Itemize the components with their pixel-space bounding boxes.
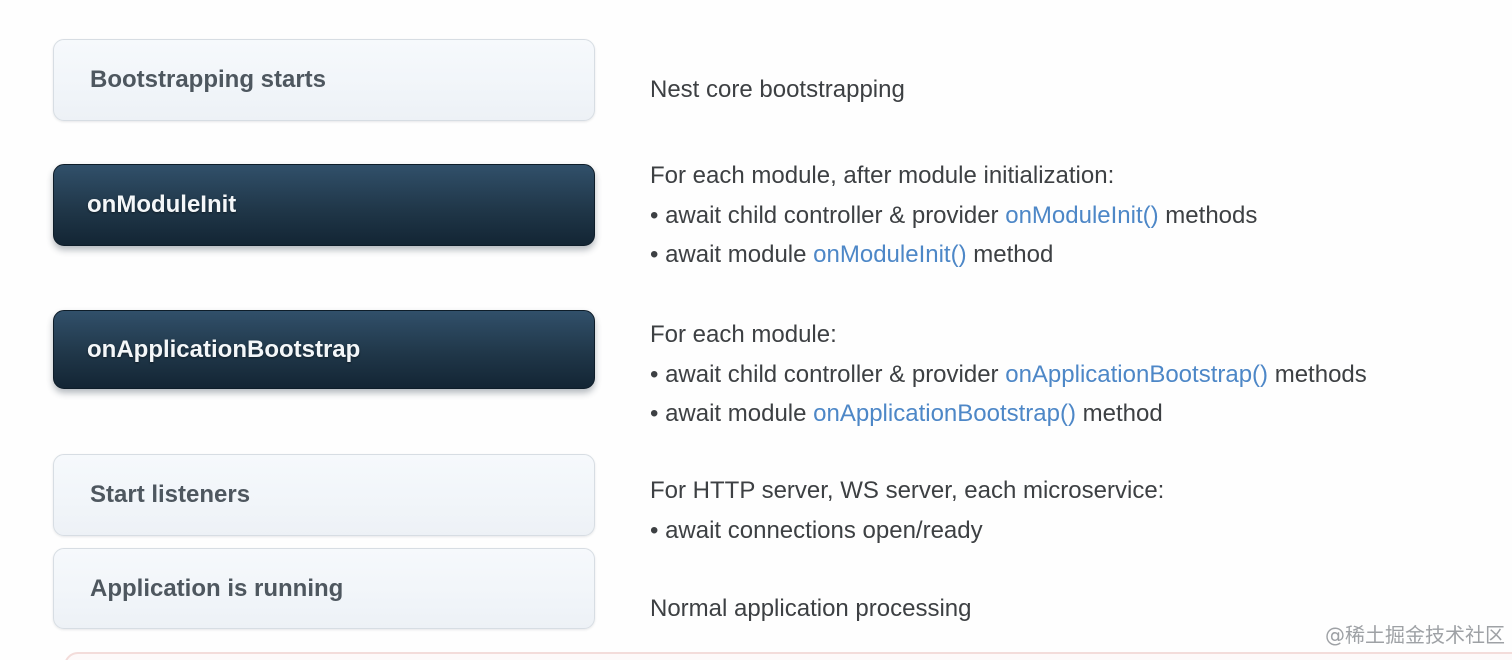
- desc-text: • await module: [650, 400, 814, 427]
- desc-line: For each module:: [650, 315, 1367, 355]
- desc-text: Normal application processing: [650, 595, 972, 622]
- watermark: @稀土掘金技术社区: [1325, 623, 1505, 647]
- stage-label: onModuleInit: [87, 191, 237, 218]
- desc-line: Normal application processing: [650, 589, 972, 629]
- code-ref-onapplicationbootstrap: onApplicationBootstrap(): [1005, 360, 1269, 388]
- desc-on-module-init: For each module, after module initializa…: [650, 156, 1257, 275]
- code-ref-onmoduleinit: onModuleInit(): [1005, 201, 1159, 229]
- desc-text: • await child controller & provider: [650, 201, 1006, 229]
- stage-label: Application is running: [90, 574, 344, 602]
- desc-text: methods: [1268, 360, 1367, 388]
- next-section-box-partial: [64, 652, 1512, 660]
- stage-box-start-listeners: Start listeners: [53, 454, 595, 536]
- stage-box-application-is-running: Application is running: [53, 548, 595, 629]
- code-ref-onmoduleinit: onModuleInit(): [813, 241, 967, 268]
- desc-text: Nest core bootstrapping: [650, 76, 905, 103]
- desc-line: • await module onApplicationBootstrap() …: [650, 394, 1367, 434]
- desc-on-application-bootstrap: For each module: • await child controlle…: [650, 315, 1367, 434]
- desc-line: Nest core bootstrapping: [650, 70, 905, 110]
- desc-text: • await connections open/ready: [650, 516, 983, 544]
- desc-text: For HTTP server, WS server, each microse…: [650, 477, 1165, 504]
- desc-application-is-running: Normal application processing: [650, 589, 972, 629]
- desc-text: • await child controller & provider: [650, 360, 1006, 388]
- desc-line: For HTTP server, WS server, each microse…: [650, 471, 1164, 511]
- stage-box-on-module-init: onModuleInit: [53, 164, 595, 246]
- desc-line: • await connections open/ready: [650, 511, 1164, 551]
- desc-line: For each module, after module initializa…: [650, 156, 1257, 196]
- desc-text: For each module, after module initializa…: [650, 162, 1115, 189]
- desc-bootstrapping-starts: Nest core bootstrapping: [650, 70, 905, 110]
- desc-line: • await child controller & provider onAp…: [650, 355, 1367, 395]
- code-ref-onapplicationbootstrap: onApplicationBootstrap(): [813, 400, 1076, 427]
- desc-start-listeners: For HTTP server, WS server, each microse…: [650, 471, 1164, 550]
- desc-line: • await child controller & provider onMo…: [650, 196, 1257, 236]
- stage-label: onApplicationBootstrap: [87, 335, 361, 363]
- stage-label: Bootstrapping starts: [90, 66, 327, 93]
- desc-line: • await module onModuleInit() method: [650, 235, 1257, 275]
- desc-text: method: [1075, 400, 1163, 427]
- stage-box-bootstrapping-starts: Bootstrapping starts: [53, 39, 595, 121]
- desc-text: • await module: [650, 241, 814, 268]
- stage-box-on-application-bootstrap: onApplicationBootstrap: [53, 310, 595, 389]
- desc-text: For each module:: [650, 321, 837, 348]
- desc-text: methods: [1158, 201, 1258, 229]
- stage-label: Start listeners: [90, 481, 251, 508]
- desc-text: method: [966, 241, 1054, 268]
